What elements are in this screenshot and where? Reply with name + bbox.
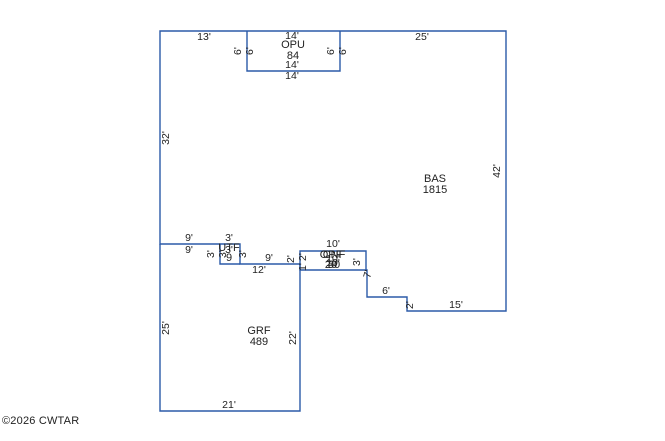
dim-grf-left: 25'	[160, 321, 172, 335]
dim-opu-left-outer: 6'	[232, 47, 244, 55]
dim-utf-bottom: 3'	[225, 244, 233, 256]
dim-bas-left: 32'	[160, 131, 172, 145]
copyright-text: ©2026 CWTAR	[2, 415, 80, 427]
dim-cnf-top: 10'	[326, 238, 340, 250]
cnf-outline	[299, 250, 367, 270]
dim-cnf-inner-top: 10'	[326, 253, 340, 265]
dim-bas-top-left: 13'	[197, 31, 211, 43]
cnf-area-name: CNF	[323, 249, 346, 261]
dim-bas-step-v: 2'	[404, 301, 416, 309]
opu-area-name: OPU	[281, 39, 305, 51]
grf-area-value: 489	[250, 336, 268, 348]
cnf-area-value: 30	[328, 259, 340, 271]
bas-outline	[159, 30, 507, 312]
dim-bas-diag: 7'	[361, 269, 375, 280]
dim-grf-right: 22'	[287, 331, 299, 345]
dim-grf-top-outer: 9'	[185, 232, 193, 244]
opu-area-value: 84	[287, 50, 299, 62]
bas-area-value: 1815	[423, 184, 447, 196]
dim-bas-step-h: 6'	[382, 285, 390, 297]
dim-bas-right: 42'	[491, 164, 503, 178]
dim-step-h-9: 9'	[265, 252, 273, 264]
dim-opu-bottom-inner: 14'	[285, 59, 299, 71]
dim-utf-right: 3'	[237, 250, 249, 258]
dim-step-v-1: 1'	[297, 263, 309, 271]
utf-area-value: 9	[226, 252, 232, 264]
dim-grf-bottom: 21'	[222, 399, 236, 411]
opu-outline	[246, 31, 341, 72]
dim-opu-left-inner: 6'	[244, 47, 256, 55]
opf-area-value: 20	[325, 259, 337, 271]
dim-grf-top-inner: 9'	[185, 244, 193, 256]
utf-outline	[219, 244, 240, 265]
dim-bas-bottom-right: 15'	[449, 299, 463, 311]
dim-cnf-right: 3'	[351, 258, 363, 266]
dim-bas-top-right: 25'	[415, 31, 429, 43]
dim-utf-left-outer: 3'	[205, 250, 217, 258]
grf-area-name: GRF	[247, 325, 271, 337]
dim-step-v-2: 2'	[285, 255, 297, 263]
dim-opu-bottom-outer: 14'	[285, 70, 299, 82]
dim-step-h-12: 12'	[252, 264, 266, 276]
dim-opu-right-outer: 6'	[337, 47, 349, 55]
dim-opu-right-inner: 6'	[325, 47, 337, 55]
dim-utf-top: 3'	[225, 232, 233, 244]
grf-outline	[159, 244, 301, 412]
dim-cnf-inner-bottom: 10'	[326, 257, 340, 269]
opf-area-name: OPF	[320, 249, 343, 261]
bas-area-name: BAS	[424, 173, 446, 185]
utf-area-name: UTF	[218, 242, 240, 254]
dim-opu-top: 14'	[285, 30, 299, 42]
dim-cnf-left: 2'	[297, 253, 309, 261]
dim-utf-left-inner: 3'	[217, 250, 229, 258]
